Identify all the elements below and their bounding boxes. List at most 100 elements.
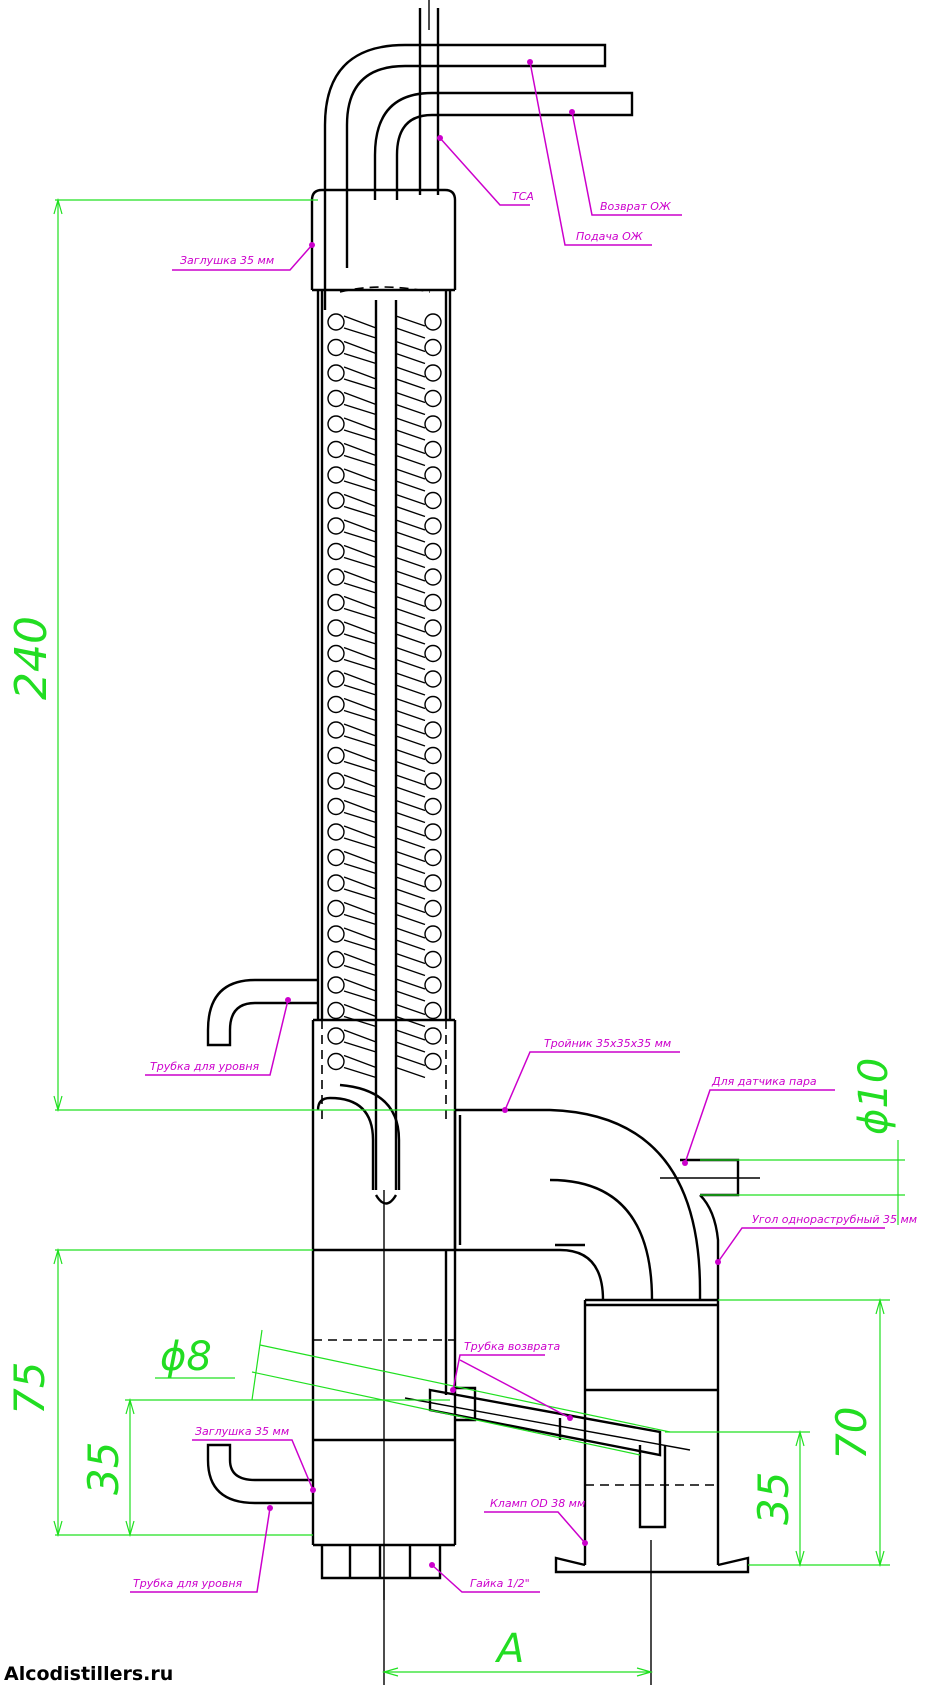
coil-turn: [327, 542, 345, 561]
coil-turn: [327, 950, 345, 969]
label-plug-top: Заглушка 35 мм: [180, 254, 274, 267]
coil-segment: [343, 876, 426, 900]
coil-turn: [424, 746, 442, 765]
coil-segment: [343, 825, 426, 849]
coil-segment: [343, 340, 426, 365]
coil-segment: [343, 315, 426, 339]
coil-turn: [327, 976, 345, 994]
coil-turn: [327, 466, 345, 484]
coil-turn: [327, 899, 345, 918]
part-labels: ТСА Возврат ОЖ Подача ОЖ Заглушка 35 мм …: [133, 190, 917, 1590]
coil-turn: [327, 313, 345, 331]
cooling-coil: [327, 313, 442, 1079]
coil-turn: [424, 593, 442, 612]
dim-35-right: 35: [749, 1472, 798, 1525]
coil-turn: [327, 925, 345, 943]
coil-turn: [424, 848, 442, 867]
dim-70: 70: [827, 1407, 876, 1460]
coil-turn: [424, 695, 442, 714]
coil-turn: [327, 670, 345, 688]
coil-segment: [343, 672, 426, 696]
coil-turn: [327, 1052, 345, 1071]
label-elbow: Угол однораструбный 35 мм: [752, 1213, 917, 1226]
watermark: Alcodistillers.ru: [4, 1663, 173, 1685]
coil-turn: [424, 338, 442, 357]
top-plug: [310, 188, 457, 293]
coil-turn: [424, 670, 442, 688]
coil-turn: [327, 593, 345, 612]
coil-segment: [343, 493, 426, 518]
coil-turn: [327, 619, 345, 637]
label-steam-sensor: Для датчика пара: [711, 1075, 817, 1088]
coil-turn: [424, 925, 442, 943]
coil-segment: [343, 697, 426, 722]
coil-turn: [424, 542, 442, 561]
label-return-tube: Трубка возврата: [464, 1340, 561, 1353]
coil-turn: [327, 695, 345, 714]
coil-turn: [327, 415, 345, 433]
coil-turn: [327, 389, 345, 408]
dim-phi10: ϕ10: [851, 1058, 897, 1135]
coil-segment: [343, 621, 426, 645]
dim-phi8: ϕ8: [160, 1334, 212, 1380]
coil-segment: [343, 1054, 426, 1079]
coil-turn: [327, 874, 345, 892]
coil-turn: [327, 364, 345, 382]
level-tube-top: [206, 978, 318, 1047]
coil-turn: [424, 950, 442, 969]
coil-turn: [327, 568, 345, 586]
coil-turn: [424, 440, 442, 459]
coil-segment: [343, 748, 426, 773]
coil-segment: [343, 952, 426, 977]
coil-segment: [343, 595, 426, 620]
coil-segment: [343, 978, 426, 1002]
coil-turn: [327, 823, 345, 841]
coolant-pipes: [323, 0, 634, 310]
coil-turn: [327, 721, 345, 739]
coil-turn: [327, 772, 345, 790]
coil-turn: [327, 848, 345, 867]
coil-turn: [424, 797, 442, 816]
coil-turn: [424, 644, 442, 663]
coil-turn: [424, 823, 442, 841]
coil-turn: [424, 466, 442, 484]
lower-column: [206, 1250, 457, 1580]
dim-240: 240: [6, 616, 57, 700]
coil-turn: [327, 440, 345, 459]
coil-segment: [343, 799, 426, 824]
coil-turn: [327, 797, 345, 816]
coil-turn: [424, 389, 442, 408]
dim-75: 75: [5, 1362, 54, 1415]
coil-segment: [343, 774, 426, 798]
coil-turn: [424, 517, 442, 535]
coil-turn: [424, 568, 442, 586]
coil-segment: [343, 1003, 426, 1028]
coil-segment: [343, 417, 426, 441]
coil-turn: [424, 364, 442, 382]
label-tee: Тройник 35х35х35 мм: [544, 1037, 671, 1050]
label-plug-bottom: Заглушка 35 мм: [195, 1425, 289, 1438]
coil-turn: [424, 772, 442, 790]
coil-turn: [424, 976, 442, 994]
coil-segment: [343, 391, 426, 416]
dimension-values: 240 ϕ10 ϕ8 75 35 70 35 A: [5, 616, 897, 1672]
label-return-coolant: Возврат ОЖ: [600, 200, 672, 213]
label-clamp: Кламп OD 38 мм: [490, 1497, 585, 1510]
coil-segment: [343, 570, 426, 594]
coil-turn: [424, 619, 442, 637]
coil-segment: [343, 927, 426, 951]
centre-lines: [383, 1540, 652, 1685]
dimension-lines: [53, 197, 905, 1677]
dim-35-left: 35: [79, 1442, 128, 1495]
label-level-tube-bottom: Трубка для уровня: [133, 1577, 243, 1590]
coil-segment: [343, 544, 426, 569]
coil-turn: [424, 313, 442, 331]
receiver-vessel: [554, 1298, 750, 1574]
coil-turn: [424, 415, 442, 433]
coil-segment: [343, 723, 426, 747]
tee-fitting: [311, 1018, 560, 1252]
coil-turn: [327, 338, 345, 357]
coil-turn: [424, 1052, 442, 1071]
column-body: [316, 290, 452, 1600]
